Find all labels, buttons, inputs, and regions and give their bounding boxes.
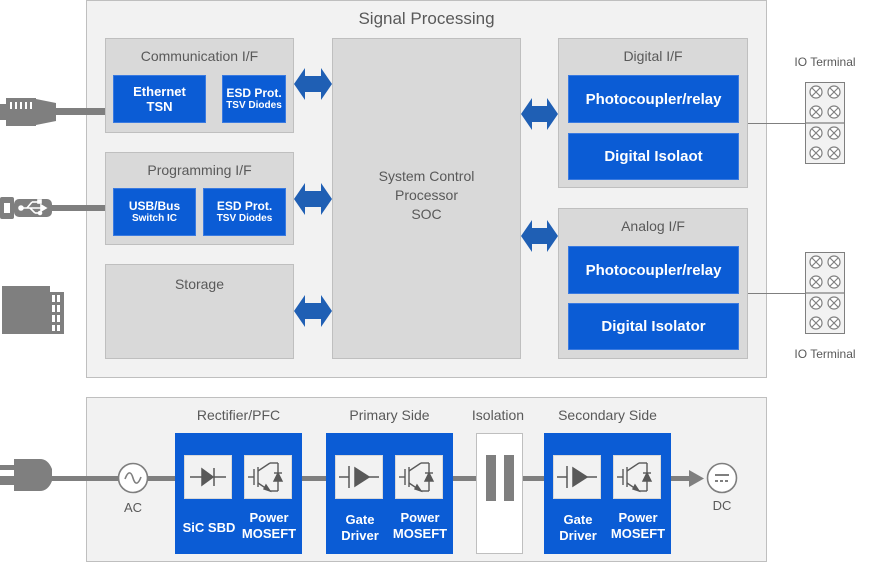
digital-io-line bbox=[748, 123, 805, 124]
secondary-title: Secondary Side bbox=[558, 407, 657, 423]
flow-primary-to-isolation bbox=[453, 476, 476, 481]
dc-output-icon bbox=[706, 462, 738, 494]
digital-photocoupler-box: Photocoupler/relay bbox=[568, 75, 739, 123]
secondary-power-mosfet-label: Power MOSEFT bbox=[607, 510, 669, 542]
igbt-icon bbox=[395, 455, 443, 499]
prog-esd-label: ESD Prot. bbox=[216, 199, 273, 213]
signal-processing-title: Signal Processing bbox=[358, 9, 495, 28]
secondary-moseft-label: MOSEFT bbox=[610, 526, 666, 541]
prog-tsv-label: TSV Diodes bbox=[216, 213, 273, 224]
analog-photocoupler-box: Photocoupler/relay bbox=[568, 246, 739, 294]
storage-block bbox=[105, 264, 294, 359]
rect-power-label: Power bbox=[249, 510, 289, 525]
soc-analog-arrow bbox=[521, 220, 558, 252]
output-arrow bbox=[671, 470, 704, 487]
primary-gate-driver-label: Gate Driver bbox=[329, 512, 391, 544]
soc-block bbox=[332, 38, 521, 359]
primary-driver-label: Driver bbox=[341, 528, 379, 543]
gate-driver-icon bbox=[553, 455, 601, 499]
secondary-driver-label: Driver bbox=[559, 528, 597, 543]
primary-gate-label: Gate bbox=[345, 512, 375, 527]
usb-plug-icon bbox=[0, 197, 105, 219]
rect-power-mosfet-label: Power MOSEFT bbox=[238, 510, 300, 542]
ethernet-label: Ethernet bbox=[133, 84, 186, 99]
transformer-icon bbox=[486, 455, 514, 501]
digital-if-title: Digital I/F bbox=[623, 48, 683, 64]
digital-isolator-box: Digital Isolaot bbox=[568, 133, 739, 180]
dc-label: DC bbox=[712, 498, 732, 513]
isolation-title: Isolation bbox=[471, 407, 525, 423]
secondary-power-label: Power bbox=[618, 510, 658, 525]
primary-power-label: Power bbox=[400, 510, 440, 525]
comm-esd-box: ESD Prot. TSV Diodes bbox=[222, 75, 286, 123]
isolation-block bbox=[476, 433, 523, 554]
flow-isolation-to-secondary bbox=[523, 476, 544, 481]
rect-moseft-label: MOSEFT bbox=[241, 526, 297, 541]
communication-if-title: Communication I/F bbox=[140, 48, 259, 64]
gate-driver-icon bbox=[335, 455, 383, 499]
sic-sbd-label: SiC SBD bbox=[182, 520, 236, 535]
storage-title: Storage bbox=[174, 276, 225, 292]
prog-esd-box: ESD Prot. TSV Diodes bbox=[203, 188, 286, 236]
programming-if-title: Programming I/F bbox=[147, 162, 252, 178]
ethernet-plug-icon bbox=[0, 98, 105, 126]
analog-if-title: Analog I/F bbox=[621, 218, 685, 234]
soc-label: System Control Processor SOC bbox=[332, 167, 521, 224]
sd-card-icon bbox=[2, 286, 64, 334]
comm-esd-label: ESD Prot. bbox=[226, 86, 282, 100]
igbt-icon bbox=[244, 455, 292, 499]
tsn-label: TSN bbox=[146, 99, 173, 114]
usb-bus-label: USB/Bus bbox=[128, 199, 181, 213]
analog-io-line bbox=[748, 293, 805, 294]
primary-moseft-label: MOSEFT bbox=[392, 526, 448, 541]
primary-power-mosfet-label: Power MOSEFT bbox=[389, 510, 451, 542]
ac-label: AC bbox=[123, 500, 143, 515]
soc-line-2: Processor bbox=[394, 187, 459, 203]
soc-line-3: SOC bbox=[411, 206, 442, 222]
ethernet-tsn-box: Ethernet TSN bbox=[113, 75, 206, 123]
comm-soc-arrow bbox=[294, 68, 332, 100]
power-plug-icon bbox=[0, 459, 103, 491]
io-terminal-bottom-label: IO Terminal bbox=[794, 347, 856, 361]
secondary-gate-driver-label: Gate Driver bbox=[547, 512, 609, 544]
rectifier-title: Rectifier/PFC bbox=[196, 407, 281, 423]
terminal-block-icon bbox=[805, 252, 845, 334]
io-terminal-top-label: IO Terminal bbox=[794, 55, 856, 69]
comm-tsv-label: TSV Diodes bbox=[226, 100, 282, 111]
diode-icon bbox=[184, 455, 232, 499]
switch-ic-label: Switch IC bbox=[131, 213, 177, 224]
flow-rect-to-primary bbox=[302, 476, 326, 481]
soc-digital-arrow bbox=[521, 98, 558, 130]
primary-title: Primary Side bbox=[349, 407, 430, 423]
ac-source-icon bbox=[117, 462, 149, 494]
terminal-block-icon bbox=[805, 82, 845, 164]
soc-line-1: System Control bbox=[378, 168, 475, 184]
analog-isolator-box: Digital Isolator bbox=[568, 303, 739, 350]
storage-soc-arrow bbox=[294, 295, 332, 327]
secondary-gate-label: Gate bbox=[563, 512, 593, 527]
igbt-icon bbox=[613, 455, 661, 499]
prog-soc-arrow bbox=[294, 183, 332, 215]
usb-bus-box: USB/Bus Switch IC bbox=[113, 188, 196, 236]
